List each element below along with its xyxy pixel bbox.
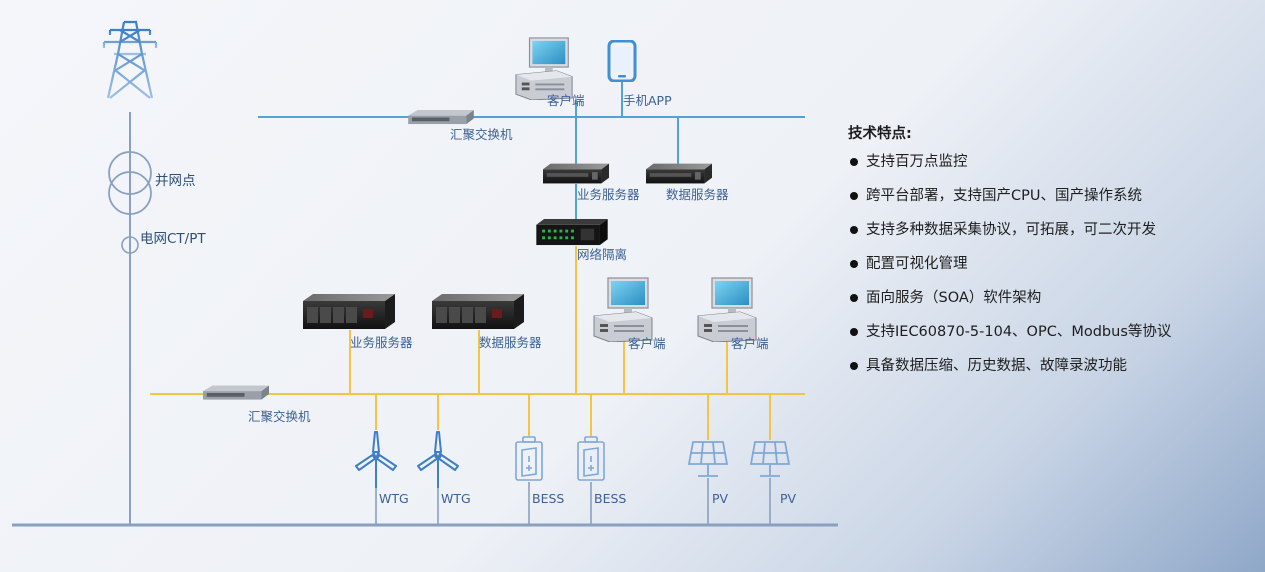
pv-1-label: PV	[712, 491, 729, 506]
switch-top-icon	[408, 110, 474, 125]
features-title: 技术特点:	[848, 126, 912, 142]
bess-2-label: BESS	[594, 491, 627, 506]
data-server-top-label: 数据服务器	[666, 187, 729, 202]
client-bottom-2-icon	[697, 277, 757, 342]
data-server-top-icon	[646, 163, 712, 184]
feature-item: 配置可视化管理	[820, 253, 1260, 287]
business-server-bottom-label: 业务服务器	[350, 335, 413, 350]
client-top-icon	[515, 37, 573, 100]
ct-pt-icon	[121, 236, 139, 254]
switch-top-label: 汇聚交换机	[450, 127, 513, 142]
solar-panel-icon	[750, 441, 790, 477]
data-server-bottom-icon	[432, 294, 524, 329]
mobile-phone-icon	[607, 40, 637, 82]
client-bottom-1-label: 客户端	[628, 336, 666, 351]
features-panel: 技术特点: 支持百万点监控 跨平台部署，支持国产CPU、国产操作系统 支持多种数…	[820, 123, 1260, 389]
client-bottom-1-icon	[593, 277, 653, 342]
feature-item: 支持百万点监控	[820, 151, 1260, 185]
network-isolation-icon	[536, 219, 608, 246]
features-list: 支持百万点监控 跨平台部署，支持国产CPU、国产操作系统 支持多种数据采集协议，…	[820, 151, 1260, 389]
device-ground-lines	[375, 478, 771, 525]
switch-bottom-label: 汇聚交换机	[248, 409, 311, 424]
client-top-label: 客户端	[547, 93, 585, 108]
data-server-bottom-label: 数据服务器	[479, 335, 542, 350]
battery-icon	[515, 436, 543, 481]
mobile-app-label: 手机APP	[623, 93, 672, 108]
business-server-top-label: 业务服务器	[577, 187, 640, 202]
wtg-2-label: WTG	[441, 491, 471, 506]
wtg-1-label: WTG	[379, 491, 409, 506]
feature-item: 跨平台部署，支持国产CPU、国产操作系统	[820, 185, 1260, 219]
grid-ct-pt-label: 电网CT/PT	[140, 231, 206, 247]
transmission-tower-icon	[102, 12, 158, 99]
feature-item: 支持IEC60870-5-104、OPC、Modbus等协议	[820, 321, 1260, 355]
business-server-top-icon	[543, 163, 609, 184]
grid-connection-point-label: 并网点	[155, 173, 196, 189]
wind-turbine-icon	[355, 431, 397, 489]
solar-panel-icon	[688, 441, 728, 477]
network-isolation-label: 网络隔离	[577, 247, 628, 262]
business-server-bottom-icon	[303, 294, 395, 329]
feature-item: 支持多种数据采集协议，可拓展，可二次开发	[820, 219, 1260, 253]
pv-2-label: PV	[780, 491, 797, 506]
battery-icon	[577, 436, 605, 481]
feature-item: 面向服务（SOA）软件架构	[820, 287, 1260, 321]
switch-bottom-icon	[203, 385, 269, 400]
wind-turbine-icon	[417, 431, 459, 489]
feature-item: 具备数据压缩、历史数据、故障录波功能	[820, 355, 1260, 389]
bess-1-label: BESS	[532, 491, 565, 506]
device-drop-lines	[375, 394, 771, 440]
client-bottom-2-label: 客户端	[731, 336, 769, 351]
transformer-icon	[108, 151, 152, 215]
